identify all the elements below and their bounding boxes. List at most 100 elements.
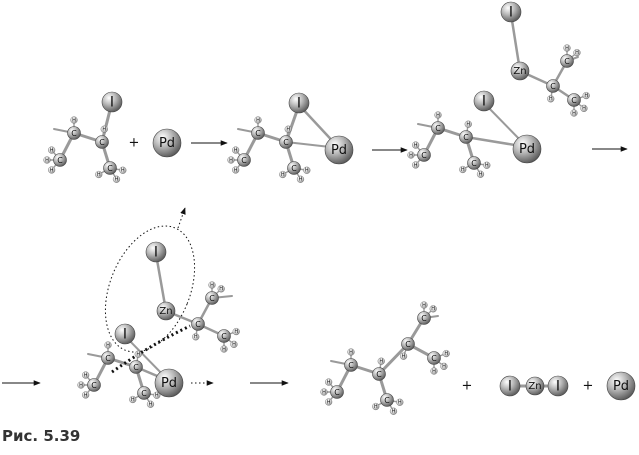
hydrogen-atom: H xyxy=(153,391,161,399)
hydrogen-label: H xyxy=(155,393,159,399)
hydrogen-label: H xyxy=(136,351,140,357)
hydrogen-label: H xyxy=(436,112,440,118)
hydrogen-atom: H xyxy=(220,345,228,353)
carbon-atom: C xyxy=(459,130,473,144)
palladium-atom: Pd xyxy=(606,371,636,401)
hydrogen-label: H xyxy=(402,354,406,360)
hydrogen-atom: H xyxy=(389,407,398,415)
hydrogen-label: H xyxy=(131,397,135,403)
hydrogen-label: H xyxy=(222,346,226,352)
hydrogen-label: H xyxy=(79,382,83,388)
hydrogen-atom: H xyxy=(129,395,137,404)
palladium-atom-label: Pd xyxy=(331,143,347,158)
carbon-atom-label: C xyxy=(348,361,354,370)
dotted-arrow-up xyxy=(177,207,186,229)
zinc-atom-label: Zn xyxy=(159,306,172,317)
hydrogen-atom: H xyxy=(303,166,311,174)
palladium-atom: Pd xyxy=(512,134,542,164)
hydrogen-atom: H xyxy=(119,166,127,174)
carbon-atom-label: C xyxy=(550,82,556,91)
hydrogen-atom: H xyxy=(570,109,578,117)
carbon-atom: C xyxy=(560,54,574,68)
hydrogen-atom: H xyxy=(104,341,112,349)
carbon-atom-label: C xyxy=(463,133,469,142)
palladium-atom: Pd xyxy=(324,135,354,165)
hydrogen-atom: H xyxy=(48,146,56,154)
carbon-atom: C xyxy=(344,358,358,372)
zinc-atom: Zn xyxy=(510,61,530,81)
hydrogen-label: H xyxy=(234,167,238,173)
carbon-atom: C xyxy=(103,161,117,175)
iodine-atom-label: I xyxy=(508,379,512,395)
iodine-atom: I xyxy=(101,91,123,113)
carbon-atom: C xyxy=(417,148,431,162)
hydrogen-label: H xyxy=(305,168,309,174)
carbon-atom-label: C xyxy=(564,57,570,66)
plus-sign: + xyxy=(129,136,140,151)
carbon-atom: C xyxy=(53,153,67,167)
hydrogen-atom: H xyxy=(230,340,238,348)
hydrogen-label: H xyxy=(442,364,446,370)
hydrogen-atom: H xyxy=(347,348,355,356)
carbon-atom: C xyxy=(417,311,431,325)
carbon-atom: C xyxy=(401,337,415,351)
carbon-atom-label: C xyxy=(291,164,297,173)
carbon-atom-label: C xyxy=(71,129,77,138)
carbon-atom-label: C xyxy=(133,363,139,372)
carbon-atom: C xyxy=(137,386,151,400)
hydrogen-atom: H xyxy=(232,327,240,336)
hydrogen-label: H xyxy=(106,342,110,348)
hydrogen-label: H xyxy=(234,329,238,335)
bond xyxy=(509,12,522,73)
hydrogen-atom: H xyxy=(547,95,555,103)
hydrogen-atom: H xyxy=(412,141,420,149)
hydrogen-atom: H xyxy=(325,378,333,386)
hydrogen-label: H xyxy=(414,142,418,148)
carbon-atom: C xyxy=(372,367,386,381)
hydrogen-label: H xyxy=(444,351,448,357)
hydrogen-atom: H xyxy=(95,170,103,179)
hydrogen-label: H xyxy=(45,157,49,163)
iodine-atom-label: I xyxy=(154,245,158,261)
hydrogen-label: H xyxy=(97,172,101,178)
hydrogen-label: H xyxy=(102,126,106,132)
hydrogen-atom: H xyxy=(563,44,571,52)
hydrogen-label: H xyxy=(466,121,470,127)
palladium-atom-label: Pd xyxy=(161,376,177,391)
hydrogen-label: H xyxy=(479,172,483,178)
dotted-bond-forming xyxy=(111,324,191,374)
carbon-atom: C xyxy=(95,135,109,149)
hydrogen-label: H xyxy=(149,402,153,408)
carbon-atom-label: C xyxy=(384,396,390,405)
hydrogen-label: H xyxy=(461,167,465,173)
carbon-atom-label: C xyxy=(195,320,201,329)
dotted-ellipse xyxy=(104,225,196,353)
carbon-atom: C xyxy=(237,153,251,167)
hydrogen-atom: H xyxy=(580,104,588,112)
hydrogen-atom: H xyxy=(372,402,380,411)
hydrogen-atom: H xyxy=(483,161,491,169)
iodine-atom-label: I xyxy=(482,94,486,110)
hydrogen-atom: H xyxy=(146,400,155,408)
hydrogen-atom: H xyxy=(192,333,200,341)
carbon-atom-label: C xyxy=(141,389,147,398)
hydrogen-atom: H xyxy=(70,116,78,124)
hydrogen-atom: H xyxy=(279,170,287,179)
hydrogen-label: H xyxy=(409,152,413,158)
hydrogen-label: H xyxy=(84,372,88,378)
carbon-atom-label: C xyxy=(431,354,437,363)
hydrogen-label: H xyxy=(485,163,489,169)
hydrogen-atom: H xyxy=(208,281,216,289)
iodine-atom: I xyxy=(547,375,569,397)
hydrogen-atom: H xyxy=(254,116,262,124)
iodine-atom-label: I xyxy=(509,5,513,21)
carbon-atom: C xyxy=(431,121,445,135)
hydrogen-atom: H xyxy=(284,125,292,133)
hydrogen-label: H xyxy=(392,409,396,415)
bond xyxy=(377,342,410,376)
carbon-atom-label: C xyxy=(571,96,577,105)
carbon-atom-label: C xyxy=(241,156,247,165)
signs-layer: +++ xyxy=(2,136,628,394)
carbon-atom-label: C xyxy=(376,370,382,379)
iodine-atom: I xyxy=(499,375,521,397)
